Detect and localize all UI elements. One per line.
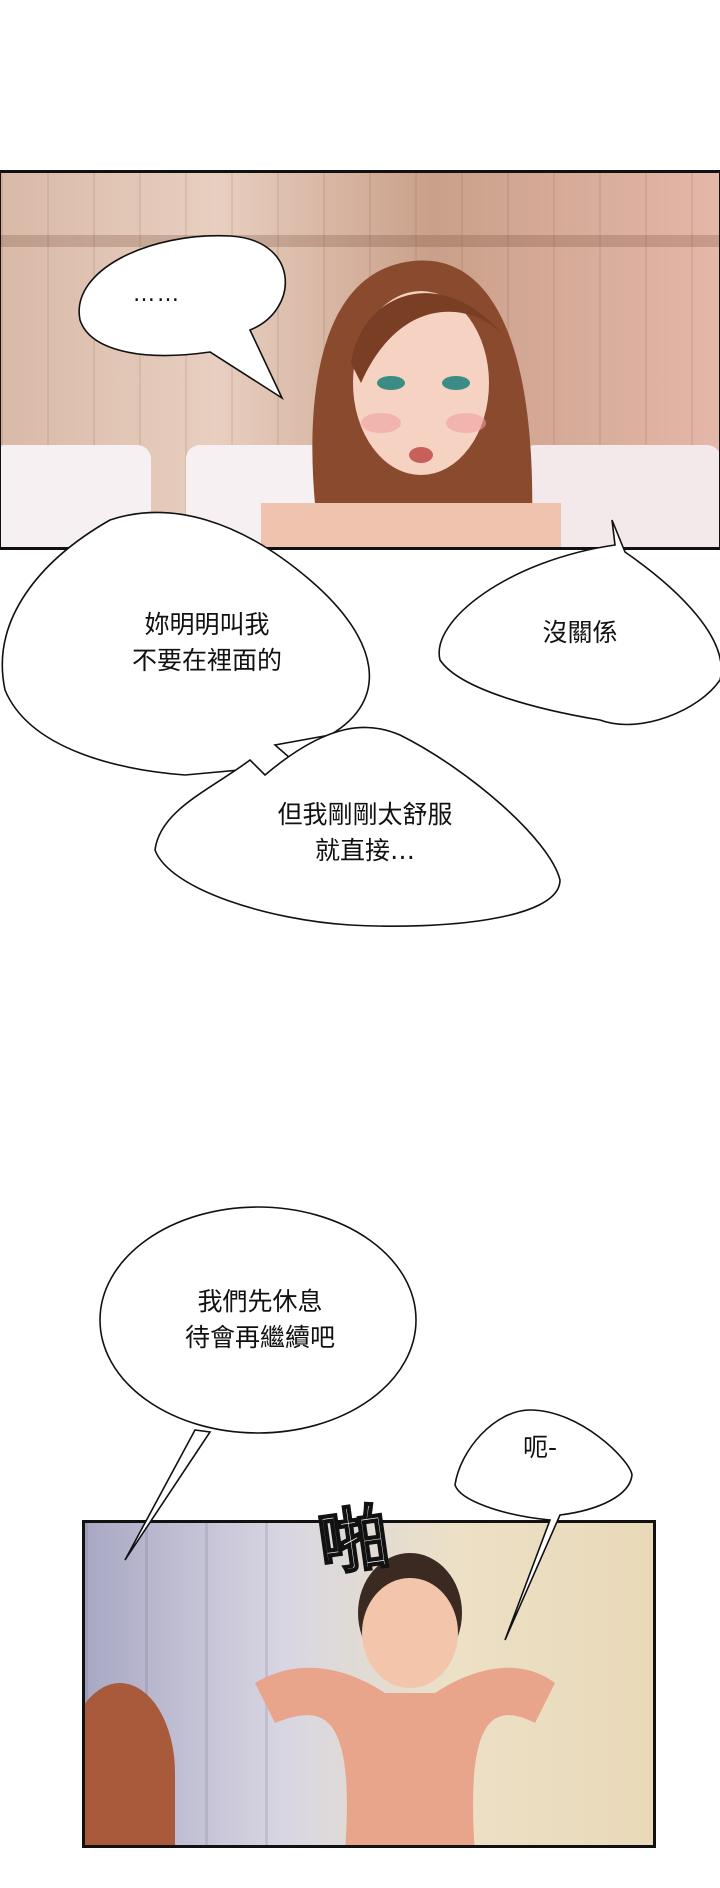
dialogue-ellipsis: …… bbox=[133, 282, 181, 307]
dialogue-line-4: 我們先休息 待會再繼續吧 bbox=[184, 1287, 336, 1352]
dialogue-line-1: 妳明明叫我 不要在裡面的 bbox=[131, 610, 283, 675]
comic-panel-2 bbox=[82, 1520, 656, 1848]
dialogue-line-3: 但我剛剛太舒服 就直接… bbox=[277, 800, 453, 865]
man-character-covering-face bbox=[255, 1553, 555, 1845]
dialogue-line-2: 沒關係 bbox=[542, 618, 618, 647]
sound-effect: 啪 bbox=[312, 1494, 395, 1587]
dialogue-line-5: 呃- bbox=[522, 1433, 558, 1462]
woman-character bbox=[261, 260, 561, 547]
comic-panel-1 bbox=[0, 170, 720, 550]
pillow bbox=[1, 445, 151, 547]
